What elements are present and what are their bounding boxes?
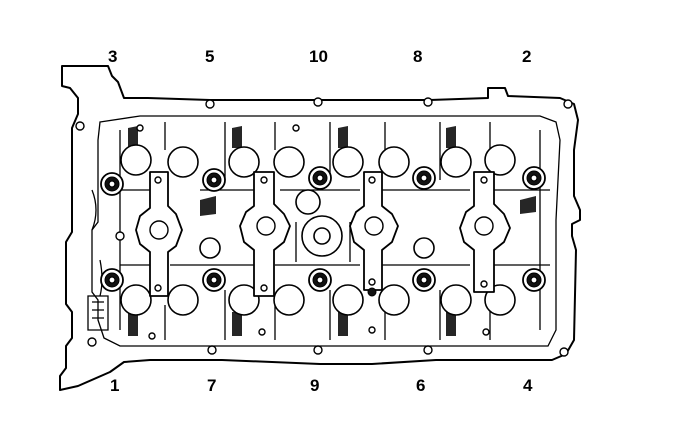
- sequence-label-top-1: 3: [108, 47, 117, 66]
- head-bolt: [412, 166, 436, 190]
- head-bolt: [308, 166, 332, 190]
- shaded-cavities: [128, 126, 536, 336]
- center-details: [199, 189, 435, 262]
- head-bolt: [522, 166, 546, 190]
- sequence-label-bottom-2: 7: [207, 376, 216, 395]
- head-bolt: [522, 268, 546, 292]
- small-bolt: [367, 287, 377, 297]
- sequence-label-bottom-5: 4: [523, 376, 533, 395]
- head-bolt: [308, 268, 332, 292]
- sequence-label-top-4: 8: [413, 47, 422, 66]
- partition-walls: [119, 122, 541, 340]
- head-bolt: [100, 172, 124, 196]
- sequence-label-bottom-1: 1: [110, 376, 119, 395]
- valve-ports-top: [120, 144, 516, 178]
- bearing-cap-brackets: [135, 171, 511, 297]
- sequence-label-top-5: 2: [522, 47, 531, 66]
- sequence-label-top-3: 10: [309, 47, 328, 66]
- valve-ports-bottom: [120, 284, 516, 316]
- head-bolt: [100, 268, 124, 292]
- sequence-label-bottom-4: 6: [416, 376, 425, 395]
- head-bolts: [100, 166, 546, 297]
- sequence-label-bottom-3: 9: [310, 376, 319, 395]
- head-inner-outline: [91, 115, 561, 347]
- head-bolt: [202, 168, 226, 192]
- left-end-details: [87, 189, 125, 331]
- head-bolt: [412, 268, 436, 292]
- sequence-label-top-2: 5: [205, 47, 214, 66]
- perimeter-holes: [75, 97, 573, 357]
- head-bolt: [202, 268, 226, 292]
